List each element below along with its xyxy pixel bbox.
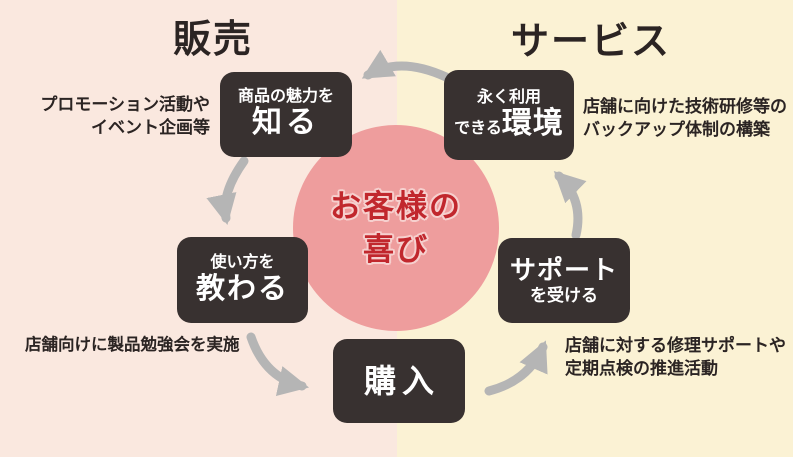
node-learn-usage: 使い方を 教わる [177,237,308,323]
annotation-training-line1: 店舗に向けた技術研修等の [583,97,787,116]
center-text-line2: 喜び [363,232,429,267]
node-know-subtext: 商品の魅力を [237,88,334,106]
annotation-repair-line1: 店舗に対する修理サポートや [565,336,786,355]
annotation-repair-support: 店舗に対する修理サポートや 定期点検の推進活動 [565,334,786,380]
arrow-support-to-env-icon [553,171,587,240]
node-know-maintext: 知る [252,106,320,140]
center-text-line1: お客様の [330,189,462,224]
center-circle: お客様の 喜び [293,125,499,331]
annotation-product-study: 店舗向けに製品勉強会を実施 [25,334,240,357]
heading-service: サービス [510,21,672,63]
node-env-maintext: 環境 [501,106,564,140]
node-know-product-appeal: 商品の魅力を 知る [220,72,352,157]
annotation-training-line2: バックアップ体制の構築 [583,120,770,139]
annotation-repair-line2: 定期点検の推進活動 [565,359,718,378]
node-learn-subtext: 使い方を [210,254,275,272]
node-env-subtext2: できる [454,119,502,137]
node-env-subtext: 永く利用 [476,88,541,106]
arrow-know-to-learn-icon [206,156,249,226]
annotation-technical-training: 店舗に向けた技術研修等の バックアップ体制の構築 [583,95,787,141]
node-receive-support: サポート を受ける [498,238,630,323]
node-learn-maintext: 教わる [195,272,289,305]
node-support-maintext: サポート [509,254,618,285]
annotation-study-line1: 店舗向けに製品勉強会を実施 [25,336,240,354]
heading-sales: 販売 [172,19,254,61]
node-purchase: 購入 [333,339,465,423]
node-purchase-maintext: 購入 [363,362,440,399]
node-longterm-environment: 永く利用 できる環境 [444,70,574,160]
node-support-subtext: を受ける [530,285,598,305]
arrow-env-to-know-icon [361,49,451,82]
annotation-promotion-line1: プロモーション活動や [40,95,210,114]
annotation-promotion: プロモーション活動や イベント企画等 [20,93,210,139]
arrow-learn-to-purchase-icon [246,332,310,396]
arrow-purchase-to-support-icon [484,340,548,396]
annotation-promotion-line2: イベント企画等 [91,118,210,137]
